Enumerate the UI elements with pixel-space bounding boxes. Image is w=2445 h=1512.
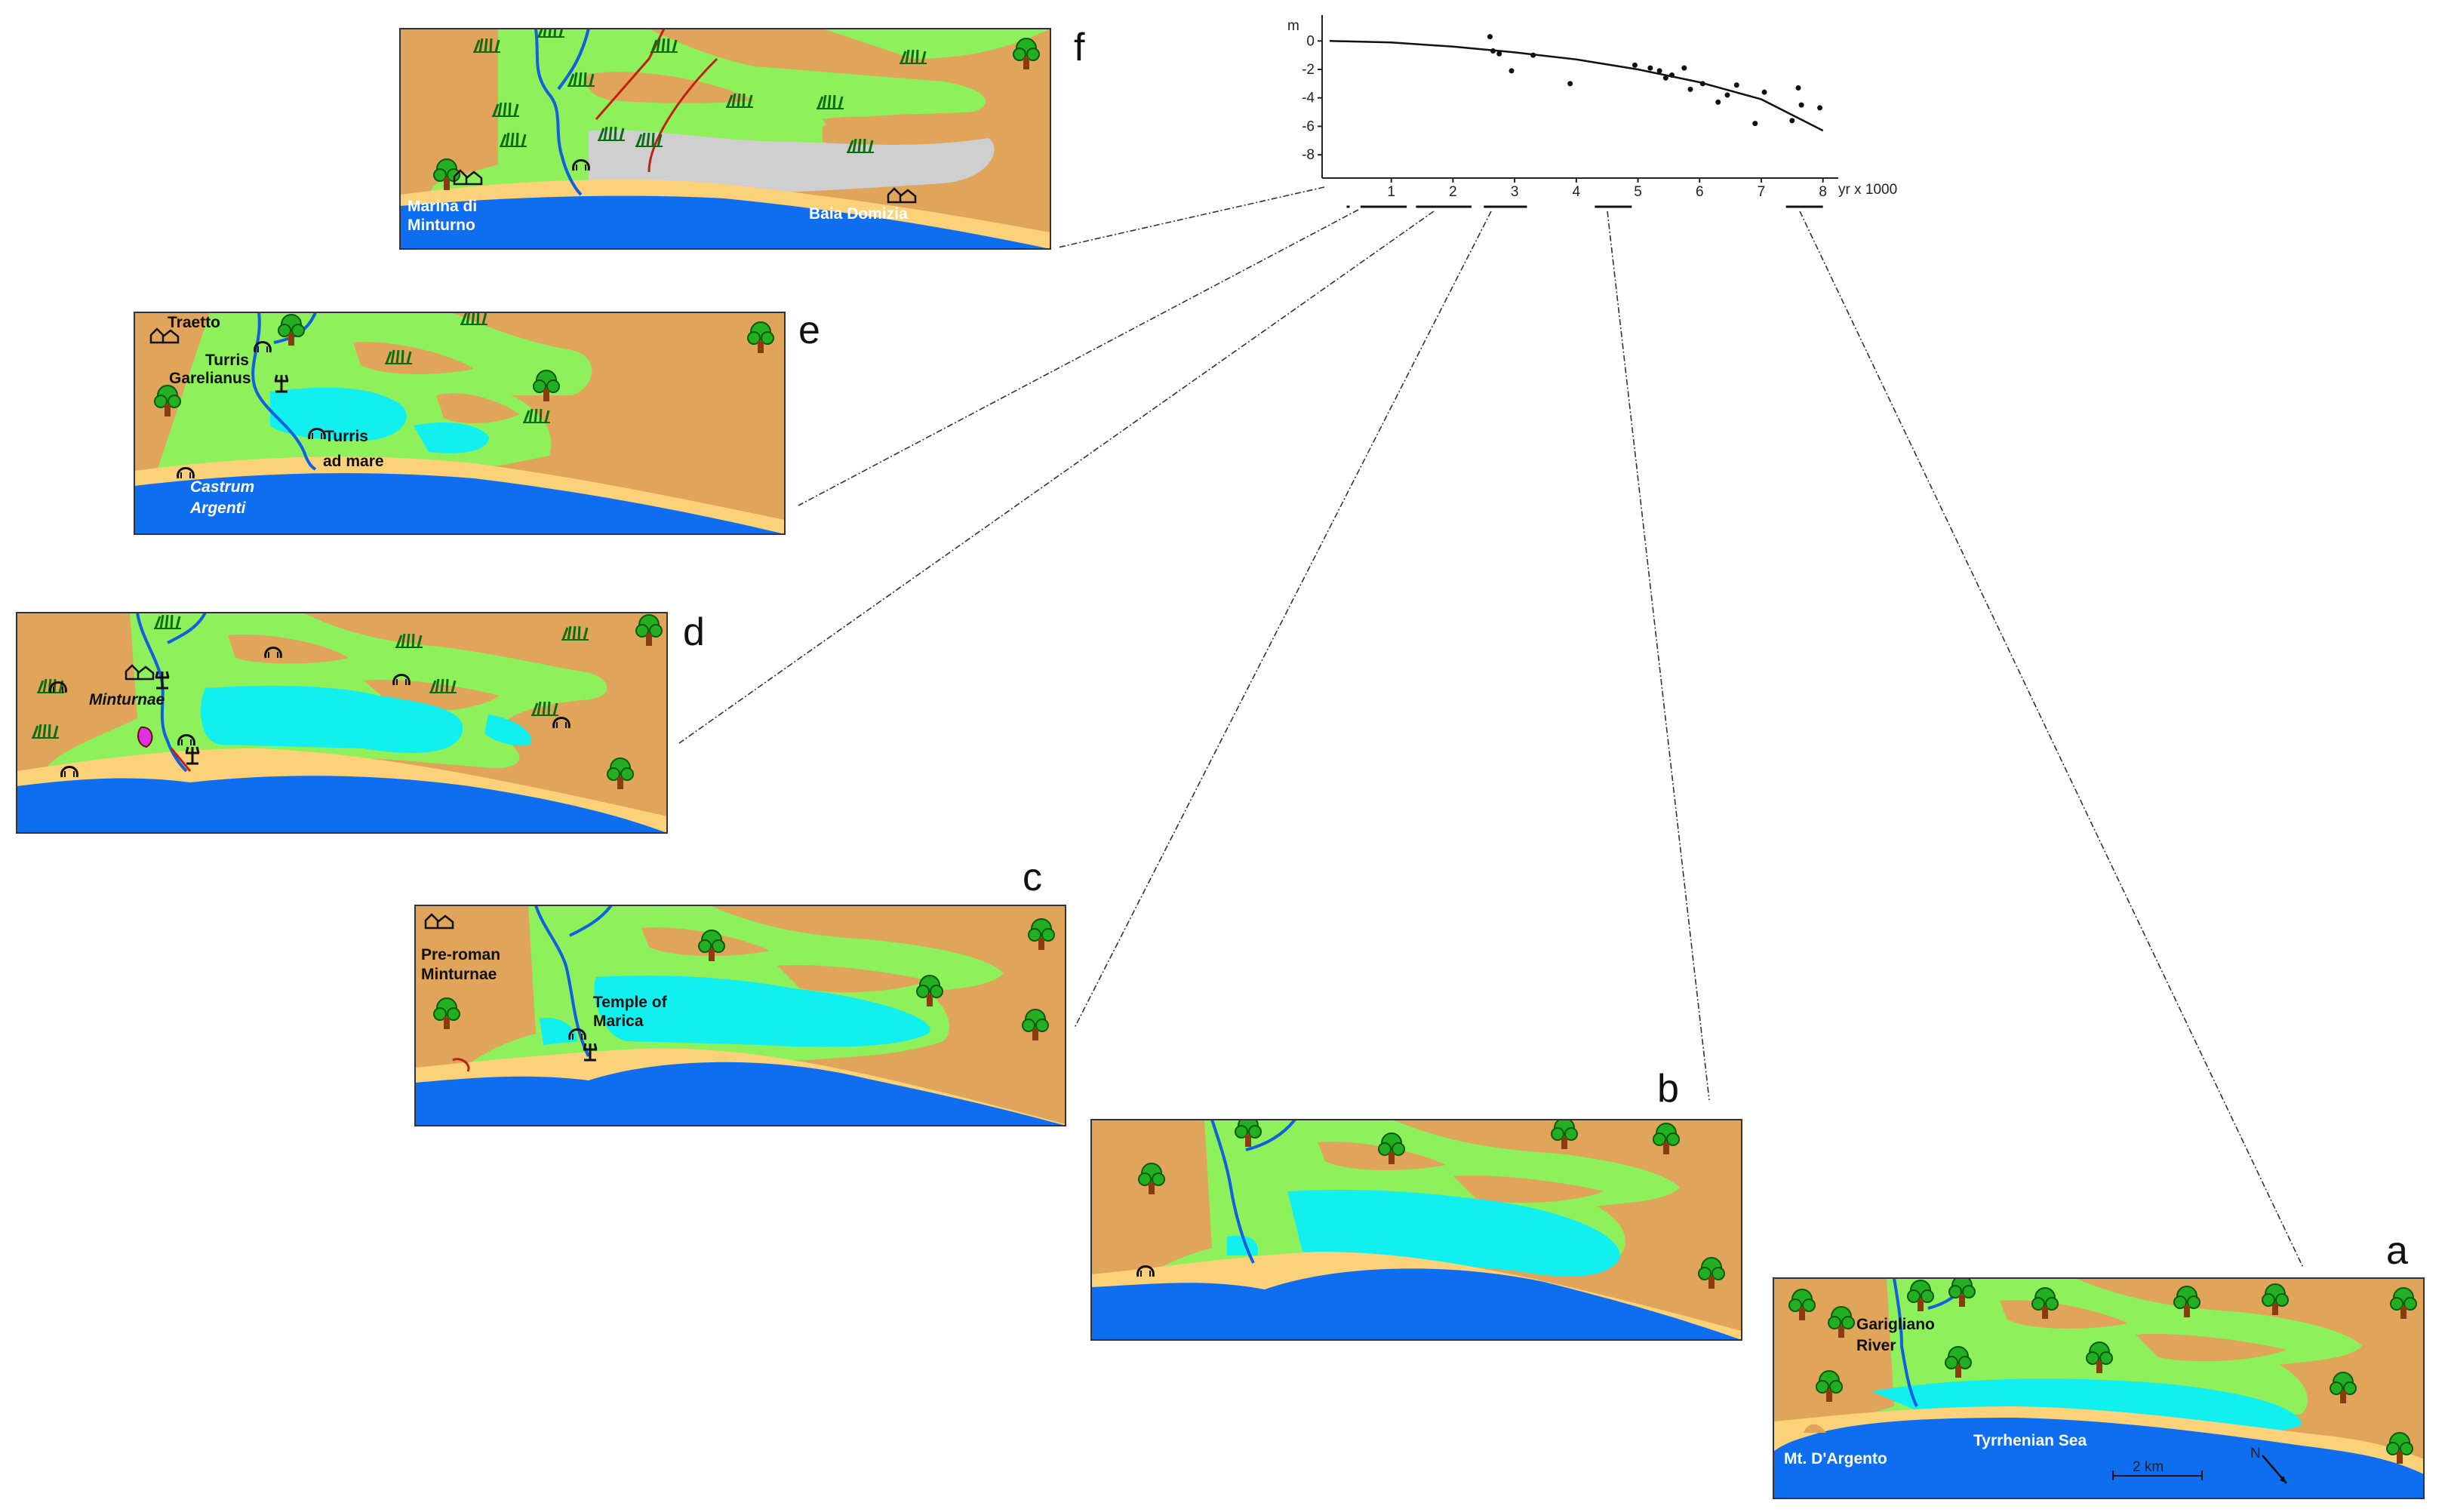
label-mount: Mt. D'Argento [1784,1450,1887,1467]
label-turris-garelianus-2: Garelianus [169,370,251,387]
data-point [1567,81,1573,87]
label-castrum-1: Castrum [190,478,254,496]
label-turris-ad-mare-2: ad mare [323,453,384,470]
y-tick-label: -4 [1302,91,1315,106]
data-point [1761,89,1767,95]
sea-level-chart: 0 -2 -4 -6 -8 1 2 3 4 5 6 7 8 m yr x 1000 [1287,15,1897,208]
data-point [1687,86,1693,92]
y-tick-label: 0 [1306,33,1315,49]
connector-a [1799,211,2304,1268]
north-label: N [2250,1446,2261,1461]
data-point [1487,34,1493,40]
connector-e [798,209,1359,506]
data-point [1668,72,1675,78]
connector-c [1074,211,1492,1028]
x-tick-label: 2 [1449,184,1457,200]
data-point [1681,65,1687,71]
label-temple-2: Marica [593,1013,644,1030]
label-river-1: Garigliano [1856,1316,1935,1333]
data-point [1733,82,1739,88]
x-tick-label: 1 [1387,184,1395,200]
panel-e: Traetto Turris Garelianus Turris ad mare… [134,309,820,535]
label-minturnae: Minturnae [89,691,165,708]
data-point [1632,62,1638,68]
connector-b [1607,211,1710,1101]
panel-letter-e: e [798,309,820,352]
panel-f: Marina di Minturno Baia Domizia f [399,26,1085,250]
label-preroman-1: Pre-roman [421,946,500,963]
data-point [1509,68,1515,74]
label-turris-ad-mare-1: Turris [324,428,368,445]
panel-a: Garigliano River Tyrrhenian Sea Mt. D'Ar… [1773,1229,2425,1499]
data-point [1490,48,1496,54]
panel-b: b [1090,1067,1742,1341]
x-tick-label: 5 [1634,184,1642,200]
connector-f [1057,186,1325,248]
data-points [1487,34,1823,127]
panel-d: Minturnae d [16,610,705,834]
data-point [1795,85,1801,91]
panel-letter-a: a [2386,1229,2408,1273]
panel-c: Pre-roman Minturnae Temple of Marica c [414,856,1066,1126]
connector-d [678,211,1435,744]
label-marina-line1: Marina di [408,198,477,215]
data-point [1530,52,1536,58]
data-point [1647,65,1653,71]
label-turris-garelianus-1: Turris [205,352,249,369]
y-tick-label: -6 [1302,118,1315,134]
connector-lines [678,186,2304,1268]
x-axis-unit: yr x 1000 [1838,182,1897,198]
data-point [1715,99,1721,105]
chart-ticks: 0 -2 -4 -6 -8 1 2 3 4 5 6 7 8 [1302,33,1827,200]
data-point [1656,68,1662,74]
panel-letter-c: c [1023,856,1042,899]
label-sea: Tyrrhenian Sea [1973,1432,2087,1449]
x-tick-label: 4 [1573,184,1581,200]
y-tick-label: -8 [1302,147,1315,163]
data-point [1798,102,1804,108]
data-point [1496,51,1502,57]
x-tick-label: 3 [1511,184,1519,200]
label-preroman-2: Minturnae [421,966,497,983]
chart-axes [1321,15,1838,179]
label-temple-1: Temple of [593,994,668,1011]
label-traetto: Traetto [168,314,220,331]
scale-label: 2 km [2133,1459,2164,1475]
trend-line [1329,40,1824,132]
data-point [1662,75,1668,81]
data-point [1752,121,1758,127]
label-river-2: River [1856,1337,1896,1354]
data-point [1789,118,1795,124]
data-point [1817,105,1823,111]
x-tick-label: 7 [1758,184,1766,200]
label-castrum-2: Argenti [189,499,247,517]
x-tick-label: 6 [1696,184,1704,200]
y-tick-label: -2 [1302,62,1315,78]
trend-curve [1329,40,1824,132]
panel-letter-b: b [1657,1067,1679,1111]
label-baia: Baia Domizia [809,205,908,223]
data-point [1724,92,1730,98]
panel-letter-d: d [683,610,705,654]
label-marina-line2: Minturno [408,217,475,234]
y-axis-unit: m [1287,18,1299,34]
x-tick-label: 8 [1819,184,1827,200]
panel-letter-f: f [1074,26,1085,69]
data-point [1699,81,1705,87]
